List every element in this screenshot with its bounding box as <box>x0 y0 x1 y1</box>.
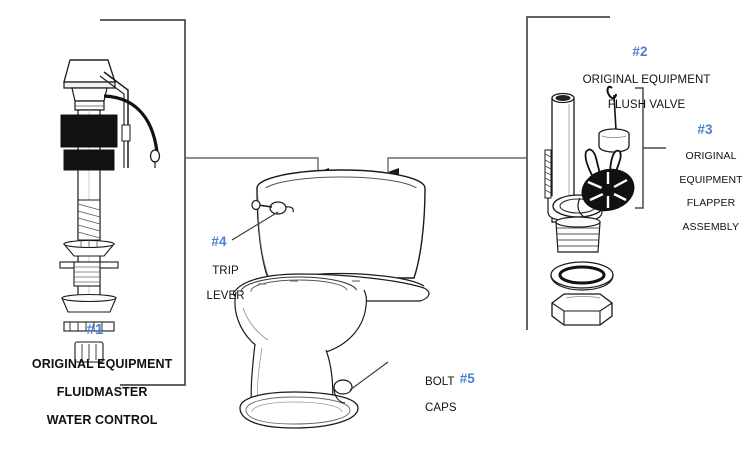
callout-three-line2: EQUIPMENT <box>679 173 743 186</box>
refill-tube-clip <box>149 149 161 163</box>
callout-four-line1: TRIP <box>212 264 239 277</box>
flush-valve-threaded-shank <box>555 216 601 253</box>
callout-three-line3: FLAPPER <box>686 197 736 210</box>
exploded-washer <box>61 293 117 313</box>
bracket-group-three <box>635 87 666 209</box>
leader-line-trip-lever <box>231 211 279 241</box>
callout-label-one: #1 ORIGINAL EQUIPMENT FLUIDMASTER WATER … <box>0 294 190 441</box>
flapper-assembly <box>577 85 635 219</box>
fill-valve-float-lower <box>63 149 115 171</box>
callout-three-line4: ASSEMBLY <box>682 220 740 233</box>
trip-lever <box>251 199 294 215</box>
callout-one-line3: WATER CONTROL <box>46 412 158 427</box>
callout-label-three: #3 ORIGINAL EQUIPMENT FLAPPER ASSEMBLY <box>660 98 750 245</box>
callout-number-two: #2 <box>632 43 648 59</box>
callout-two-line1: ORIGINAL EQUIPMENT <box>582 73 711 86</box>
flush-valve-lock-nut <box>551 293 613 326</box>
callout-two-line2: FLUSH VALVE <box>607 99 686 112</box>
callout-label-five: BOLT CAPS #5 <box>392 350 475 440</box>
callout-number-one: #1 <box>86 321 104 338</box>
fill-valve-assembly <box>59 59 161 363</box>
exploded-coupling-nut <box>74 341 104 363</box>
fill-valve-float-upper <box>60 114 118 148</box>
exploded-flat-ring <box>63 321 115 332</box>
toilet-tank <box>239 169 426 293</box>
cone-washer <box>62 239 116 257</box>
fill-valve-cap <box>63 59 116 111</box>
fill-valve-threaded-shank <box>77 199 101 241</box>
flush-valve-gasket <box>550 261 614 291</box>
toilet-base <box>239 391 359 429</box>
bolt-cap <box>333 379 353 404</box>
lock-nut <box>73 261 101 287</box>
flapper-disc <box>581 148 635 212</box>
leader-line-bolt-caps <box>349 361 389 391</box>
callout-number-four: #4 <box>211 233 227 249</box>
callout-label-two: #2 ORIGINAL EQUIPMENT FLUSH VALVE <box>532 18 748 125</box>
callout-five-line2: CAPS <box>424 401 457 414</box>
flapper-float <box>598 128 630 153</box>
callout-three-line1: ORIGINAL <box>685 150 737 163</box>
bracket-group-two <box>387 16 610 330</box>
callout-number-three: #3 <box>697 121 713 137</box>
callout-one-line2: FLUIDMASTER <box>56 384 148 399</box>
callout-label-four: #4 TRIP LEVER <box>192 208 246 316</box>
callout-five-line1: BOLT <box>424 375 455 388</box>
callout-number-five: #5 <box>459 370 475 386</box>
flapper-chain-upper <box>613 94 617 131</box>
overflow-tube <box>551 92 575 223</box>
refill-tube <box>103 94 159 153</box>
callout-four-line2: LEVER <box>206 290 245 303</box>
refill-tube-bracket <box>99 71 131 168</box>
bracket-group-one <box>100 19 329 386</box>
callout-one-line1: ORIGINAL EQUIPMENT <box>31 356 173 371</box>
toilet-bowl <box>232 273 430 429</box>
flapper-chain-hook <box>606 85 617 99</box>
